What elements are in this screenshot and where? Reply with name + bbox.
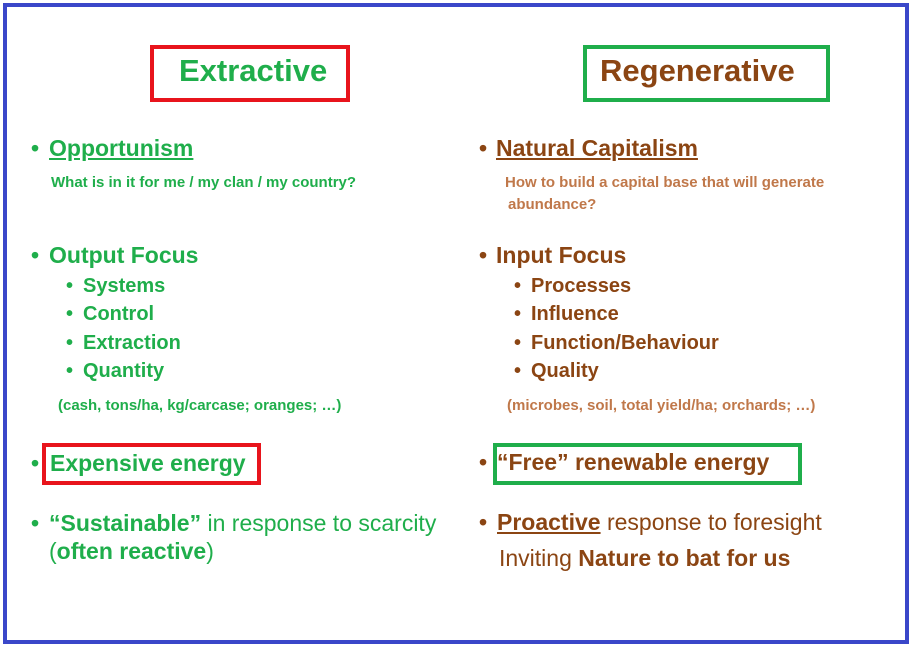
free-energy-box <box>493 443 802 485</box>
input-item-function-behaviour: Function/Behaviour <box>531 332 719 354</box>
bullet-sustainable: • <box>31 510 40 536</box>
input-item-bullet-4: • <box>514 360 522 382</box>
bullet-free-energy: • <box>479 449 488 475</box>
output-item-bullet-2: • <box>66 303 74 325</box>
sustainable-often-reactive: often reactive <box>56 538 207 564</box>
input-item-bullet-1: • <box>514 275 522 297</box>
input-item-influence: Influence <box>531 303 619 325</box>
output-item-quantity: Quantity <box>83 360 165 382</box>
bullet-proactive: • <box>479 509 488 535</box>
output-item-systems: Systems <box>83 275 166 297</box>
sustainable-line2: (often reactive) <box>49 538 214 565</box>
natural-capitalism-sub-line1: How to build a capital base that will ge… <box>505 174 825 191</box>
input-item-bullet-3: • <box>514 332 522 354</box>
sustainable-paren-open: ( <box>49 538 57 564</box>
proactive-line2: Inviting Nature to bat for us <box>499 545 790 572</box>
natural-capitalism-heading: Natural Capitalism <box>496 135 698 161</box>
sustainable-rest: in response to scarcity <box>201 510 437 536</box>
input-focus-note: (microbes, soil, total yield/ha; orchard… <box>507 397 816 414</box>
output-focus-note: (cash, tons/ha, kg/carcase; oranges; …) <box>58 397 342 414</box>
input-item-processes: Processes <box>531 275 632 297</box>
bullet-natural-capitalism: • <box>479 135 488 161</box>
proactive-rest: response to foresight <box>600 509 822 535</box>
expensive-energy-box <box>42 443 261 485</box>
proactive-bold: Proactive <box>497 509 601 535</box>
sustainable-line1: “Sustainable” in response to scarcity <box>49 510 436 537</box>
opportunism-heading: Opportunism <box>49 135 194 161</box>
regenerative-title-box <box>583 45 830 102</box>
output-item-bullet-4: • <box>66 360 74 382</box>
input-item-bullet-2: • <box>514 303 522 325</box>
bullet-input-focus: • <box>479 242 488 268</box>
expensive-energy-label: Expensive energy <box>50 450 246 476</box>
output-focus-heading: Output Focus <box>49 242 199 268</box>
extractive-title: Extractive <box>179 53 328 88</box>
output-item-control: Control <box>83 303 155 325</box>
proactive-inviting: Inviting <box>499 545 579 571</box>
free-energy-label: “Free” renewable energy <box>497 449 770 475</box>
extractive-title-box <box>150 45 350 102</box>
regenerative-title: Regenerative <box>600 53 795 88</box>
bullet-output-focus: • <box>31 242 40 268</box>
bullet-opportunism: • <box>31 135 40 161</box>
proactive-line1: Proactive response to foresight <box>497 509 822 536</box>
page-frame <box>3 3 909 644</box>
natural-capitalism-sub-line2: abundance? <box>508 196 597 213</box>
output-item-bullet-1: • <box>66 275 74 297</box>
opportunism-sub: What is in it for me / my clan / my coun… <box>51 174 357 191</box>
input-item-quality: Quality <box>531 360 599 382</box>
proactive-nature: Nature to bat for us <box>578 545 791 571</box>
bullet-expensive-energy: • <box>31 450 40 476</box>
sustainable-paren-close: ) <box>206 538 214 564</box>
sustainable-quoted: “Sustainable” <box>49 510 202 536</box>
input-focus-heading: Input Focus <box>496 242 627 268</box>
output-item-extraction: Extraction <box>83 332 181 354</box>
output-item-bullet-3: • <box>66 332 74 354</box>
